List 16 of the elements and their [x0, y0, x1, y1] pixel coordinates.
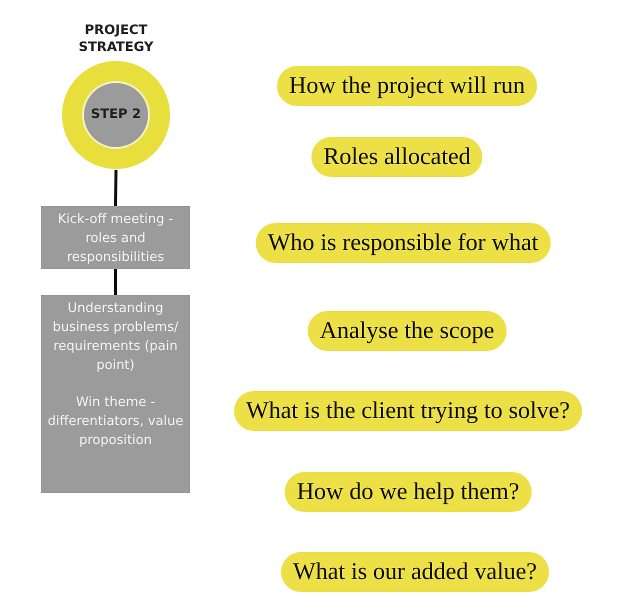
question-pill: How do we help them? [284, 472, 532, 512]
step-box [41, 206, 190, 269]
question-pill: Who is responsible for what [256, 223, 550, 263]
box-text: Understanding business problems/ requirements (pain point) [52, 300, 180, 375]
connector-line [114, 269, 117, 295]
box-text: Win theme - differentiators, value proposition [47, 394, 184, 450]
question-pill: Analyse the scope [308, 311, 506, 351]
connector-line [114, 170, 118, 206]
heading: PROJECT STRATEGY [78, 22, 154, 56]
question-pill: Roles allocated [311, 137, 483, 177]
question-pill: How the project will run [277, 66, 537, 106]
box-text: Kick-off meeting - roles and responsibilities [56, 211, 174, 267]
question-pill: What is the client trying to solve? [234, 391, 582, 431]
step-label: STEP 2 [90, 106, 142, 124]
step-box [41, 295, 190, 493]
question-pill: What is our added value? [281, 552, 549, 592]
